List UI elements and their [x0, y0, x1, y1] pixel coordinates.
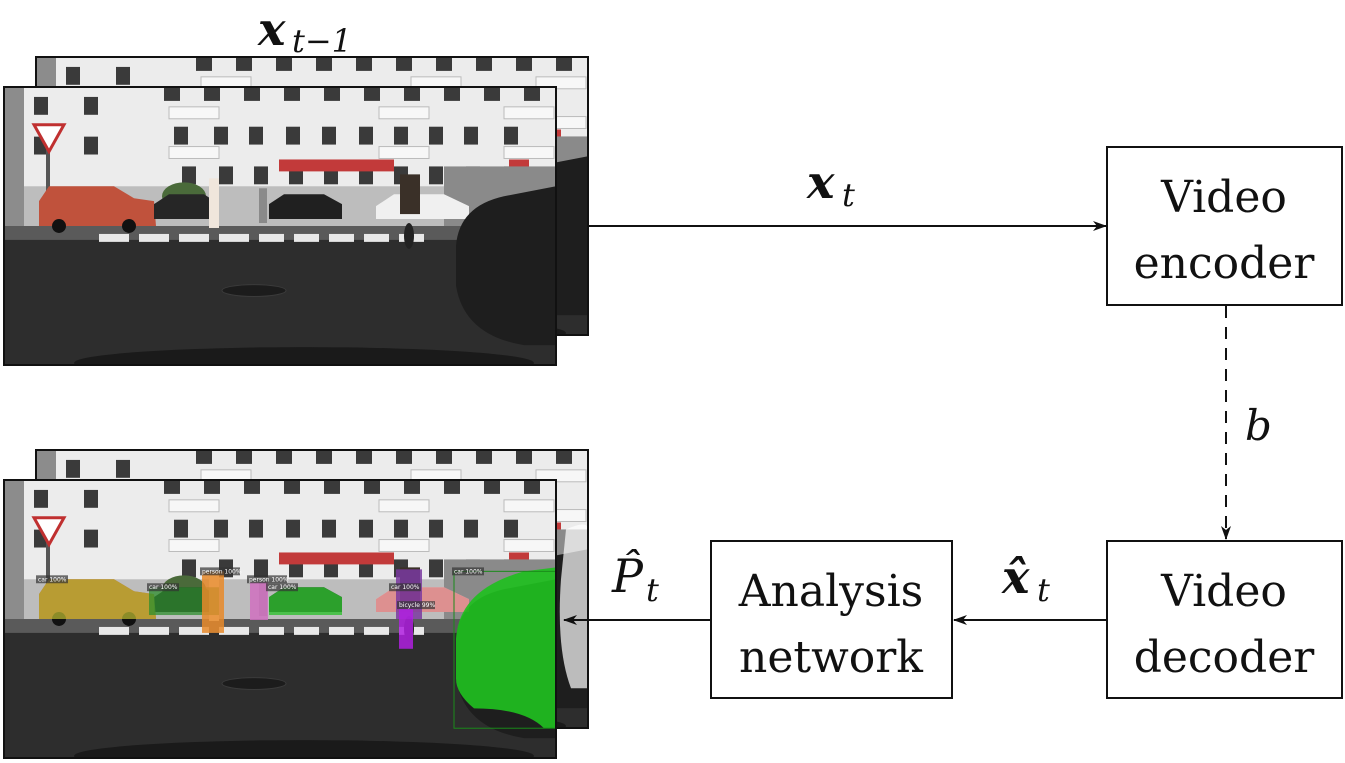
- svg-text:bicycle 99%: bicycle 99%: [399, 602, 435, 609]
- mask-bicycle: [399, 609, 413, 649]
- svg-text:person 100%: person 100%: [249, 576, 289, 583]
- analysis-line1: Analysis: [738, 566, 924, 617]
- encoder-line2: encoder: [1134, 238, 1316, 289]
- svg-text:car 100%: car 100%: [268, 584, 297, 591]
- label-x-t-base: x: [806, 155, 835, 209]
- detection-tags: car 100% car 100% person 100% person 100…: [36, 567, 484, 609]
- svg-text:car 100%: car 100%: [38, 576, 67, 583]
- svg-text:car 100%: car 100%: [454, 568, 483, 575]
- svg-text:car 100%: car 100%: [149, 584, 178, 591]
- label-p-hat-base: P̂: [611, 549, 644, 603]
- label-x-prev-sub: t−1: [292, 22, 352, 60]
- mask-car-5: [456, 567, 556, 729]
- analysis-network-box: Analysis network: [710, 540, 953, 699]
- mask-car-1: [39, 579, 156, 619]
- svg-text:person 100%: person 100%: [202, 568, 242, 575]
- label-x-hat-base: x̂: [1001, 550, 1030, 604]
- label-p-hat-sub: t: [646, 571, 659, 609]
- video-decoder-box: Video decoder: [1106, 540, 1343, 699]
- mask-car-3: [269, 587, 342, 616]
- decoder-line2: decoder: [1134, 632, 1316, 683]
- decoder-line1: Video: [1160, 566, 1287, 617]
- label-x-t-sub: t: [842, 176, 855, 214]
- label-x-hat-sub: t: [1037, 571, 1050, 609]
- analysis-line2: network: [739, 632, 923, 683]
- frame-front-top: [3, 86, 557, 366]
- frame-front-bottom: car 100% car 100% person 100% person 100…: [3, 479, 557, 759]
- encoder-line1: Video: [1160, 172, 1287, 223]
- label-bitstream: b: [1245, 401, 1272, 450]
- video-encoder-box: Video encoder: [1106, 146, 1343, 306]
- mask-person-1: [202, 571, 224, 633]
- label-x-prev-base: x: [257, 2, 286, 56]
- mask-person-2: [250, 582, 268, 620]
- svg-text:car 100%: car 100%: [391, 584, 420, 591]
